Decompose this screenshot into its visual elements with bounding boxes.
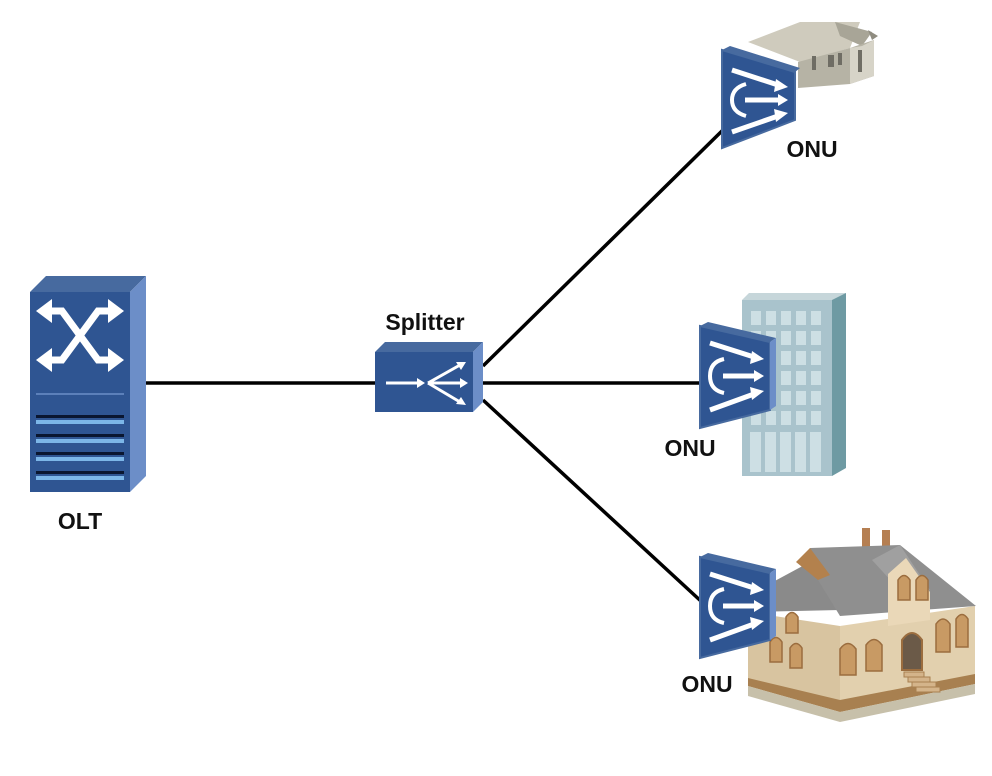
single-story-house-icon	[748, 22, 878, 88]
port-stripes	[36, 415, 124, 480]
links	[145, 124, 729, 605]
olt-node: OLT	[30, 276, 146, 534]
onu-bottom-label: ONU	[681, 671, 732, 697]
onu-icon	[721, 46, 800, 150]
splitter-label: Splitter	[385, 309, 464, 335]
onu-icon	[699, 553, 776, 660]
house-steps	[903, 671, 941, 693]
olt-label: OLT	[58, 508, 102, 534]
onu-middle-node: ONU	[664, 293, 846, 476]
onu-icon	[699, 322, 776, 430]
onu-middle-label: ONU	[664, 435, 715, 461]
link-splitter-onu-bottom	[481, 398, 705, 605]
onu-bottom-node: ONU	[681, 528, 976, 722]
house-windows	[769, 574, 969, 676]
splitter-icon	[375, 342, 483, 412]
splitter-node: Splitter	[375, 309, 483, 412]
link-splitter-onu-top	[481, 124, 729, 368]
large-house-icon	[748, 528, 976, 722]
onu-top-node: ONU	[721, 22, 878, 162]
switch-icon	[30, 276, 146, 492]
onu-top-label: ONU	[786, 136, 837, 162]
